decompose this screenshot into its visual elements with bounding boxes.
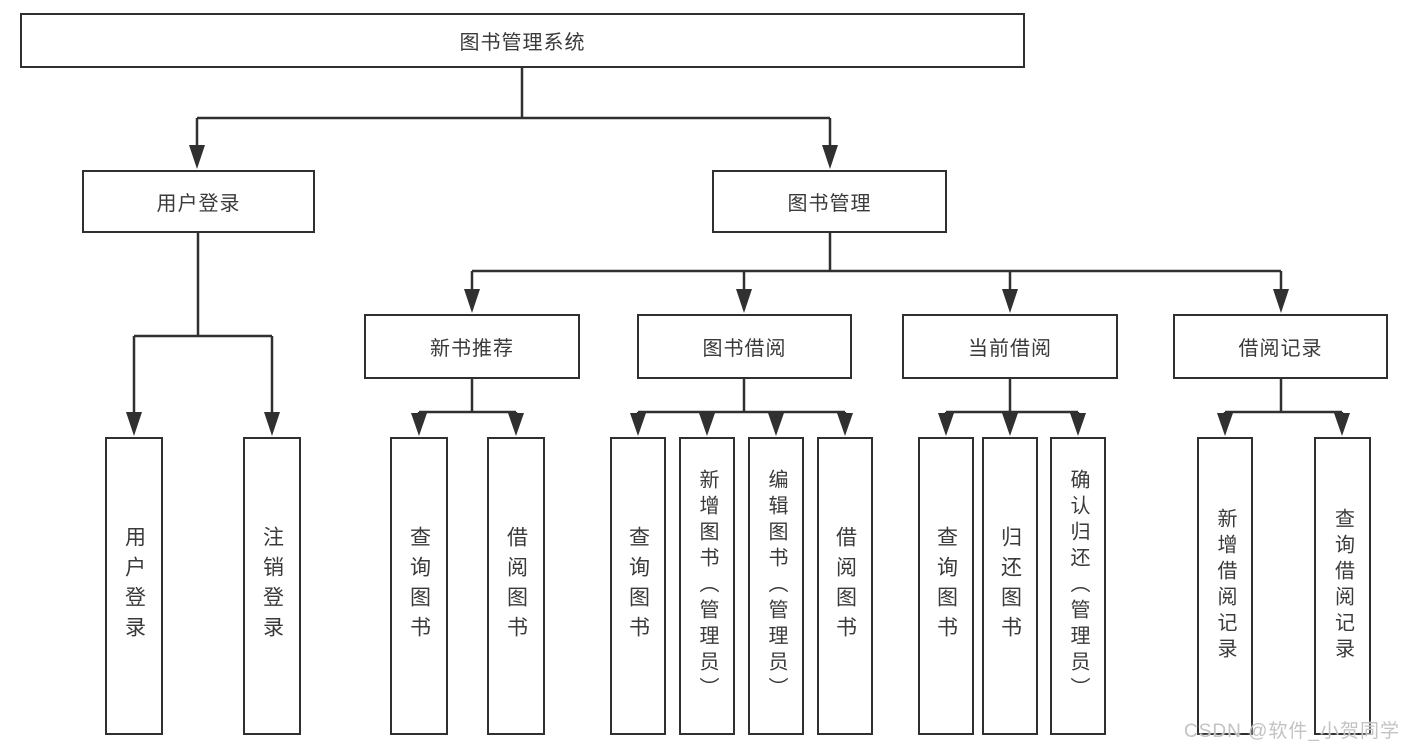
- leaf-add-borrow-record: 新增借阅记录: [1197, 437, 1253, 735]
- leaf-add-books-admin: 新增图书（管理员）: [679, 437, 735, 735]
- node-book-management-branch: 图书管理: [712, 170, 947, 233]
- leaf-edit-books-admin: 编辑图书（管理员）: [748, 437, 804, 735]
- leaf-query-books-current: 查询图书: [918, 437, 974, 735]
- leaf-query-borrow-record: 查询借阅记录: [1314, 437, 1371, 735]
- node-new-book-recommend: 新书推荐: [364, 314, 580, 379]
- node-user-login-branch: 用户登录: [82, 170, 315, 233]
- csdn-watermark: CSDN @软件_小贺同学: [1184, 721, 1400, 742]
- leaf-borrow-books-recommend: 借阅图书: [487, 437, 545, 735]
- node-root-library-management-system: 图书管理系统: [20, 13, 1025, 68]
- node-book-borrow: 图书借阅: [637, 314, 852, 379]
- node-current-borrow: 当前借阅: [902, 314, 1118, 379]
- leaf-logout: 注销登录: [243, 437, 301, 735]
- leaf-query-books-recommend: 查询图书: [390, 437, 448, 735]
- leaf-user-login: 用户登录: [105, 437, 163, 735]
- leaf-query-books-borrow: 查询图书: [610, 437, 666, 735]
- leaf-borrow-books: 借阅图书: [817, 437, 873, 735]
- leaf-return-books: 归还图书: [982, 437, 1038, 735]
- leaf-confirm-return-admin: 确认归还（管理员）: [1050, 437, 1106, 735]
- node-borrow-record: 借阅记录: [1173, 314, 1388, 379]
